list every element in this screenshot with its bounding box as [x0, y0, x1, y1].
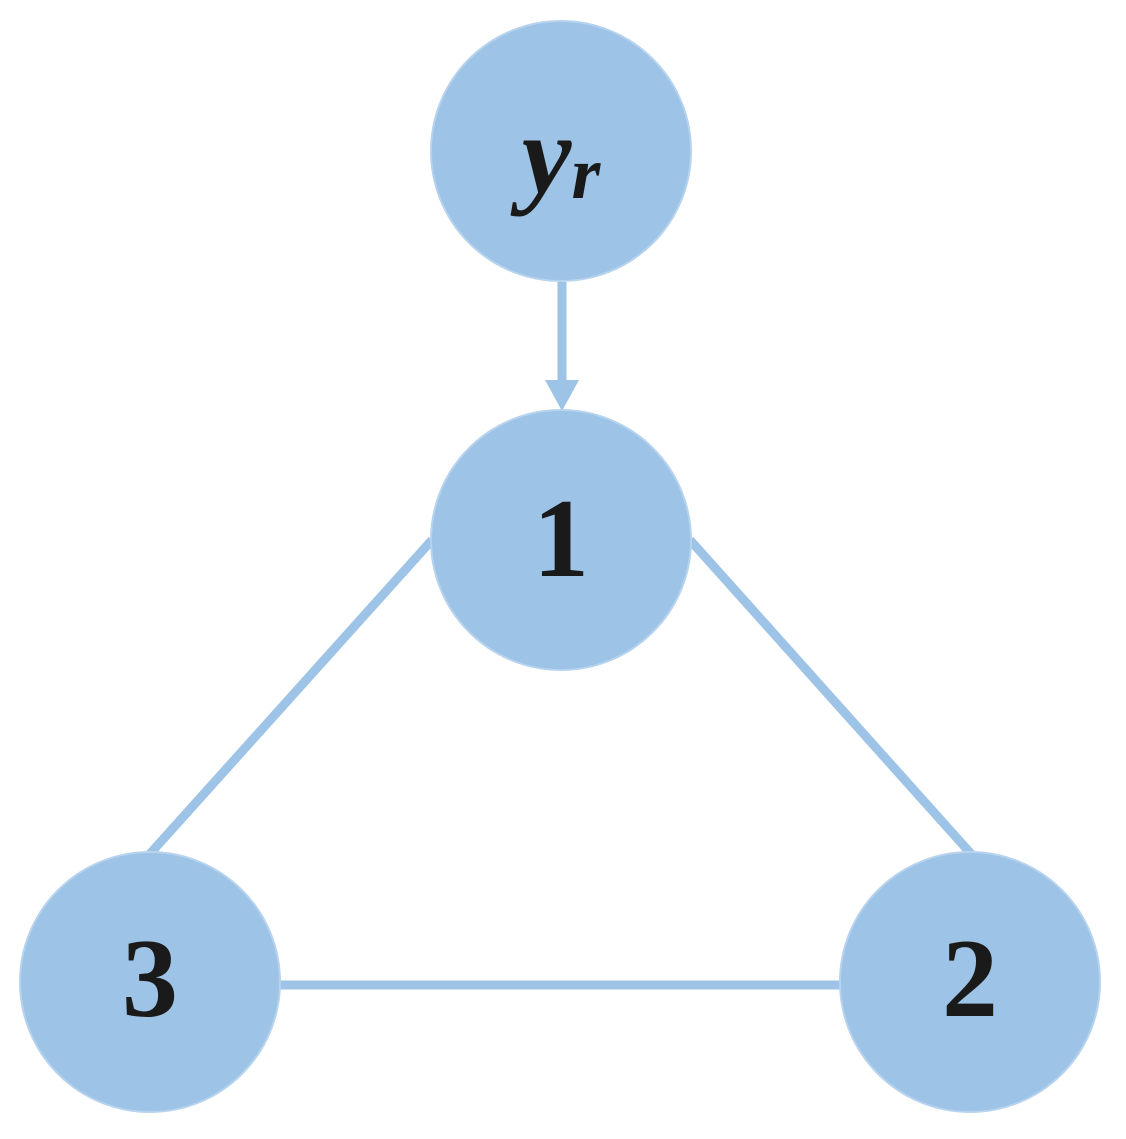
node-2-circle — [839, 851, 1101, 1113]
node-yr-label-sub: r — [571, 133, 601, 215]
node-3: 3 — [19, 851, 281, 1113]
node-3-circle — [19, 851, 281, 1113]
edges — [144, 282, 977, 990]
node-3-label: 3 — [122, 917, 178, 1041]
node-1-circle — [430, 409, 692, 671]
node-yr: yr — [430, 20, 692, 282]
node-yr-circle — [430, 20, 692, 282]
node-2: 2 — [839, 851, 1101, 1113]
node-2-label: 2 — [942, 917, 998, 1041]
node-1-label: 1 — [533, 477, 589, 601]
edge-1-2 — [686, 536, 977, 860]
node-1: 1 — [430, 409, 692, 671]
arrowhead-yr-to-1 — [545, 380, 579, 411]
edge-1-3 — [144, 536, 436, 860]
